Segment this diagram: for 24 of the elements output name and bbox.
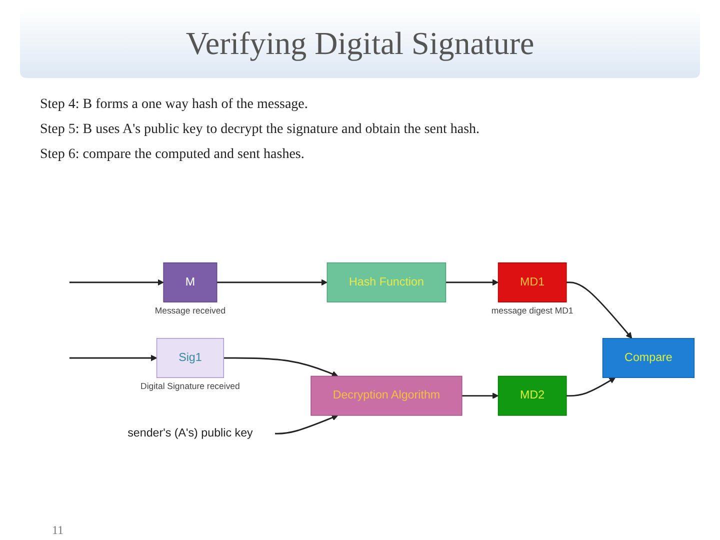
node-box: Decryption Algorithm — [310, 376, 462, 416]
node-box: Compare — [602, 338, 695, 378]
arrow — [566, 377, 616, 397]
node-box: MD1 — [498, 262, 567, 302]
arrow — [216, 279, 328, 286]
step-text: Step 4: B forms a one way hash of the message. — [40, 96, 309, 114]
step-text: Step 6: compare the computed and sent hashes. — [40, 146, 306, 164]
node-caption: Digital Signature received — [140, 381, 240, 392]
node-caption: Message received — [154, 306, 226, 316]
step-text: Step 5: B uses A's public key to decrypt the signature and obtain the sent hash. — [40, 121, 481, 139]
arrow — [224, 357, 338, 377]
node-box: Sig1 — [156, 338, 224, 378]
arrow — [69, 354, 158, 362]
arrow — [462, 392, 499, 399]
arrow — [69, 279, 164, 286]
page-number: 11 — [52, 523, 64, 538]
arrow — [446, 279, 499, 286]
node-box: Hash Function — [326, 262, 446, 302]
arrow — [566, 282, 632, 339]
node-box: M — [163, 262, 218, 302]
node-caption: message digest MD1 — [491, 306, 574, 316]
arrow — [274, 414, 338, 434]
node-text: sender's (A's) public key — [128, 427, 253, 440]
node-box: MD2 — [498, 376, 567, 416]
